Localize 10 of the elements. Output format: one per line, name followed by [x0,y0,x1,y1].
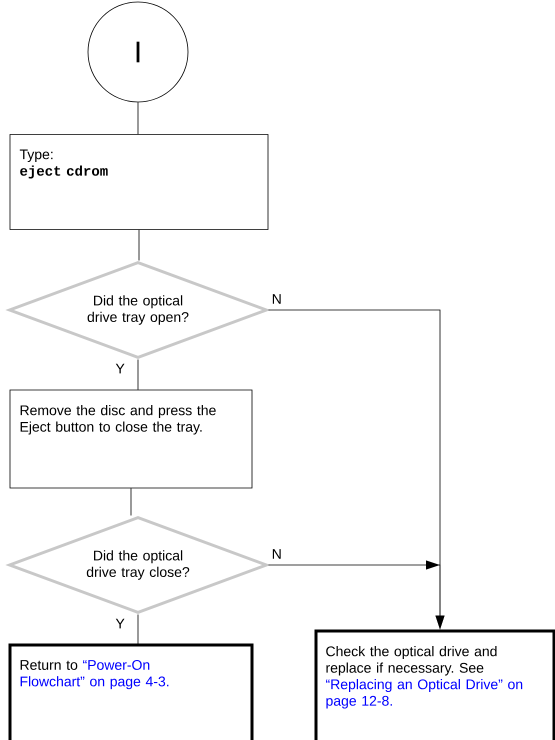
connector-line [138,230,140,261]
edge-label: Y [116,618,124,628]
terminal-box: Check the optical drive and replace if necessary. See “Replacing an Optical Drive” on page 12-8. [314,630,555,740]
connector-line [130,488,132,516]
edge-label: N [272,549,281,559]
process-box: Remove the disc and press the Eject button to close the tray. [10,390,252,488]
edge-label: N [272,294,281,304]
terminal-box: Return to “Power-On Flowchart” on page 4-3. [8,644,254,740]
process-box: Type: eject cdrom [10,134,268,230]
edge-label: Y [116,364,124,374]
